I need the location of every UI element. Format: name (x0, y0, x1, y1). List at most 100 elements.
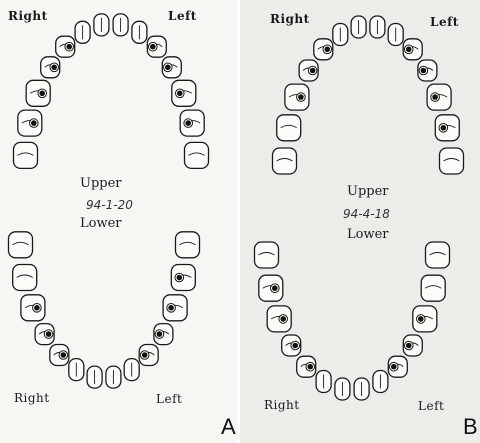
upper-arch-tooth (162, 57, 181, 78)
upper-arch-tooth (285, 84, 309, 110)
upper-arch-tooth (273, 148, 297, 174)
restoration-dot (61, 352, 67, 358)
restoration-dot (39, 91, 45, 97)
upper-arch-tooth (94, 14, 109, 36)
upper-arch-tooth (333, 24, 348, 46)
upper-arch-tooth (172, 80, 196, 106)
lower-arch-tooth (124, 359, 139, 381)
lower-arch-tooth (255, 242, 279, 268)
upper-arch-tooth (185, 142, 209, 168)
lower-arch-tooth (282, 335, 301, 356)
upper-arch-tooth (418, 60, 437, 81)
lower-arch-tooth (50, 345, 69, 366)
lower-label: Lower (347, 227, 389, 242)
restoration-dot (185, 120, 191, 126)
panel-letter: B (463, 414, 478, 440)
upper-arch-tooth (41, 57, 60, 78)
restoration-dot (66, 44, 72, 50)
lower-right-label: Right (264, 398, 300, 412)
upper-arch-tooth (314, 39, 333, 60)
lower-arch-tooth (426, 242, 450, 268)
restoration-dot (157, 331, 163, 337)
upper-arch-tooth (351, 16, 366, 38)
lower-arch-tooth (21, 295, 45, 321)
restoration-dot (418, 316, 424, 322)
lower-arch-tooth (154, 324, 173, 345)
upper-left-label: Left (168, 9, 197, 23)
restoration-dot (142, 352, 148, 358)
lower-arch-tooth (421, 275, 445, 301)
upper-label: Upper (347, 184, 389, 199)
lower-arch-tooth (335, 378, 350, 400)
upper-arch-tooth (388, 24, 403, 46)
restoration-dot (150, 44, 156, 50)
upper-right-label: Right (8, 9, 48, 23)
lower-arch-tooth (9, 232, 33, 258)
lower-arch-tooth (259, 275, 283, 301)
upper-right-label: Right (270, 12, 310, 26)
upper-arch-tooth (26, 80, 50, 106)
upper-arch-tooth (299, 60, 318, 81)
date-label: 94-4-18 (343, 207, 390, 221)
lower-arch-tooth (297, 356, 316, 377)
restoration-dot (406, 343, 412, 349)
restoration-dot (177, 91, 183, 97)
restoration-dot (51, 65, 57, 71)
lower-arch-tooth (413, 306, 437, 332)
upper-left-label: Left (430, 15, 459, 29)
panel-b: Right Left Upper 94-4-18 Lower Right Lef… (240, 0, 480, 443)
upper-arch-tooth (18, 110, 42, 136)
restoration-dot (391, 364, 397, 370)
upper-arch-tooth (132, 21, 147, 43)
restoration-dot (177, 275, 183, 281)
lower-arch-tooth (316, 371, 331, 393)
lower-arch-tooth (403, 335, 422, 356)
lower-arch-tooth (267, 306, 291, 332)
lower-right-label: Right (14, 391, 50, 405)
lower-left-label: Left (156, 392, 182, 406)
lower-arch-tooth (171, 265, 195, 291)
upper-arch-tooth (435, 115, 459, 141)
lower-arch-tooth (176, 232, 200, 258)
restoration-dot (272, 285, 278, 291)
restoration-dot (292, 343, 298, 349)
restoration-dot (168, 305, 174, 311)
lower-arch-tooth (69, 359, 84, 381)
lower-arch-tooth (388, 356, 407, 377)
lower-arch-tooth (106, 366, 121, 388)
upper-arch-tooth (440, 148, 464, 174)
dental-chart-b (240, 0, 480, 443)
upper-arch-tooth (370, 16, 385, 38)
restoration-dot (310, 68, 316, 74)
restoration-dot (421, 68, 427, 74)
restoration-dot (432, 94, 438, 100)
restoration-dot (34, 305, 40, 311)
restoration-dot (280, 316, 286, 322)
upper-arch-tooth (113, 14, 128, 36)
lower-arch-tooth (139, 345, 158, 366)
upper-arch-tooth (180, 110, 204, 136)
date-label: 94-1-20 (86, 198, 133, 212)
restoration-dot (307, 364, 313, 370)
restoration-dot (31, 120, 37, 126)
lower-arch-tooth (354, 378, 369, 400)
upper-label: Upper (80, 176, 122, 191)
lower-arch-tooth (13, 265, 37, 291)
upper-arch-tooth (75, 21, 90, 43)
upper-arch-tooth (147, 36, 166, 57)
lower-label: Lower (80, 216, 122, 231)
restoration-dot (325, 47, 331, 53)
restoration-dot (441, 125, 447, 131)
lower-arch-tooth (35, 324, 54, 345)
restoration-dot (298, 94, 304, 100)
lower-arch-tooth (87, 366, 102, 388)
lower-arch-tooth (163, 295, 187, 321)
upper-arch-tooth (277, 115, 301, 141)
upper-arch-tooth (403, 39, 422, 60)
panel-a: Right Left Upper 94-1-20 Lower Right Lef… (0, 0, 240, 443)
restoration-dot (406, 47, 412, 53)
upper-arch-tooth (14, 142, 38, 168)
panel-letter: A (221, 414, 236, 440)
restoration-dot (46, 331, 52, 337)
lower-left-label: Left (418, 399, 444, 413)
